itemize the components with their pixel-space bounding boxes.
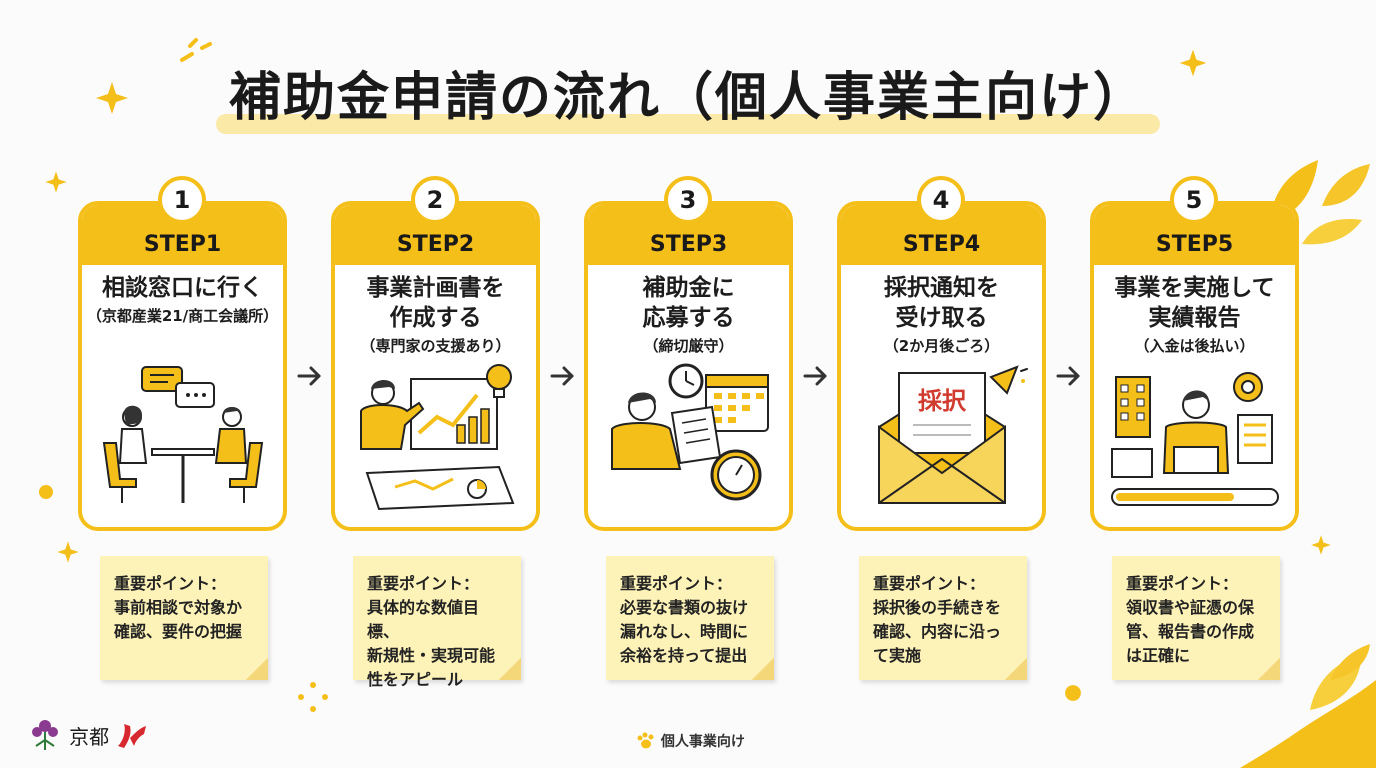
note-line: 必要な書類の抜け <box>620 598 749 617</box>
page-title: 補助金申請の流れ（個人事業主向け） <box>228 68 1147 128</box>
note-header: 重要ポイント： <box>1126 574 1239 593</box>
footer-center-text: 個人事業向け <box>660 734 745 750</box>
step-title: 事業計画書を作成する <box>335 273 536 333</box>
step-illustration-icon <box>96 363 270 513</box>
step-title-line: 事業を実施して <box>1114 275 1275 301</box>
step-title-line: 採択通知を <box>884 275 999 301</box>
note-line: 性をアピール <box>367 670 464 689</box>
arrow-right-icon <box>297 366 321 386</box>
title-highlight <box>216 114 1160 134</box>
step-title: 相談窓口に行く <box>82 273 283 303</box>
sparkle-icon <box>96 82 128 114</box>
note-line: は正確に <box>1126 646 1191 665</box>
note-line: 管、報告書の作成 <box>1126 622 1255 641</box>
dots-icon <box>298 682 328 712</box>
step-number-badge: 2 <box>411 176 459 224</box>
step-number-badge: 4 <box>917 176 965 224</box>
key-point-note: 重要ポイント： 必要な書類の抜け漏れなし、時間に余裕を持って提出 <box>606 556 774 680</box>
sparkle-icon <box>45 171 67 193</box>
step-label: STEP5 <box>1094 205 1295 265</box>
step-number-badge: 1 <box>158 176 206 224</box>
step-title-line: 作成する <box>389 305 482 331</box>
step-card-2: STEP2 事業計画書を作成する （専門家の支援あり） <box>331 201 540 531</box>
note-header: 重要ポイント： <box>367 574 480 593</box>
key-point-note: 重要ポイント： 領収書や証憑の保管、報告書の作成は正確に <box>1112 556 1280 680</box>
step-subtitle: （京都産業21/商工会議所） <box>86 307 279 325</box>
step-title-line: 受け取る <box>895 305 988 331</box>
step-title: 採択通知を受け取る <box>841 273 1042 333</box>
step-card-4: STEP4 採択通知を受け取る （2か月後ごろ） 採択 <box>837 201 1046 531</box>
note-line: て実施 <box>873 646 922 665</box>
dot-icon <box>1065 685 1081 701</box>
step-title: 事業を実施して実績報告 <box>1094 273 1295 333</box>
brand-text: 京都 <box>69 724 110 749</box>
arrow-right-icon <box>803 366 827 386</box>
note-header: 重要ポイント： <box>114 574 227 593</box>
footer-label: 個人事業向け <box>636 731 745 751</box>
arrow-right-icon <box>1056 366 1080 386</box>
envelope-label: 採択 <box>918 387 967 415</box>
key-point-note: 重要ポイント： 採択後の手続きを確認、内容に沿って実施 <box>859 556 1027 680</box>
step-title-line: 相談窓口に行く <box>102 275 263 301</box>
sparkle-icon <box>1179 49 1207 77</box>
step-title-line: 応募する <box>642 305 735 331</box>
step-label: STEP3 <box>588 205 789 265</box>
note-line: 余裕を持って提出 <box>620 646 748 665</box>
step-title-line: 補助金に <box>642 275 735 301</box>
step-label: STEP4 <box>841 205 1042 265</box>
step-title-line: 実績報告 <box>1148 305 1241 331</box>
step-number-badge: 3 <box>664 176 712 224</box>
step-number-badge: 5 <box>1170 176 1218 224</box>
step-subtitle: （専門家の支援あり） <box>360 337 511 355</box>
step-title-line: 事業計画書を <box>366 275 505 301</box>
note-line: 確認、要件の把握 <box>114 622 243 641</box>
burst-lines-icon <box>180 38 212 62</box>
flower-icon <box>32 720 58 750</box>
step-subtitle: （2か月後ごろ） <box>883 337 1000 355</box>
dot-icon <box>39 485 53 499</box>
step-illustration-icon <box>1108 363 1282 513</box>
note-line: 確認、内容に沿っ <box>873 622 1002 641</box>
arrow-right-icon <box>550 366 574 386</box>
paw-icon <box>637 732 654 749</box>
note-line: 採択後の手続きを <box>873 598 1002 617</box>
note-line: 漏れなし、時間に <box>620 622 749 641</box>
step-illustration-icon <box>349 363 523 513</box>
note-line: 具体的な数値目標、 <box>367 598 480 641</box>
sparkle-icon <box>1311 535 1331 555</box>
key-point-note: 重要ポイント： 事前相談で対象か確認、要件の把握 <box>100 556 268 680</box>
note-line: 領収書や証憑の保 <box>1126 598 1255 617</box>
note-header: 重要ポイント： <box>620 574 733 593</box>
key-point-note: 重要ポイント： 具体的な数値目標、新規性・実現可能性をアピール <box>353 556 521 689</box>
step-subtitle: （締切厳守） <box>643 337 734 355</box>
step-card-3: STEP3 補助金に応募する （締切厳守） <box>584 201 793 531</box>
step-card-5: STEP5 事業を実施して実績報告 （入金は後払い） <box>1090 201 1299 531</box>
step-illustration-icon <box>602 363 776 513</box>
note-line: 事前相談で対象か <box>114 598 243 617</box>
note-header: 重要ポイント： <box>873 574 986 593</box>
leaf-icon <box>1240 644 1376 768</box>
step-title: 補助金に応募する <box>588 273 789 333</box>
note-line: 新規性・実現可能 <box>367 646 496 665</box>
sparkle-icon <box>57 541 79 563</box>
step-subtitle: （入金は後払い） <box>1134 337 1255 355</box>
brand-mark-icon <box>118 724 147 748</box>
brand-logo: 京都 <box>28 718 148 752</box>
step-label: STEP2 <box>335 205 536 265</box>
step-illustration-icon: 採択 <box>855 354 1029 513</box>
